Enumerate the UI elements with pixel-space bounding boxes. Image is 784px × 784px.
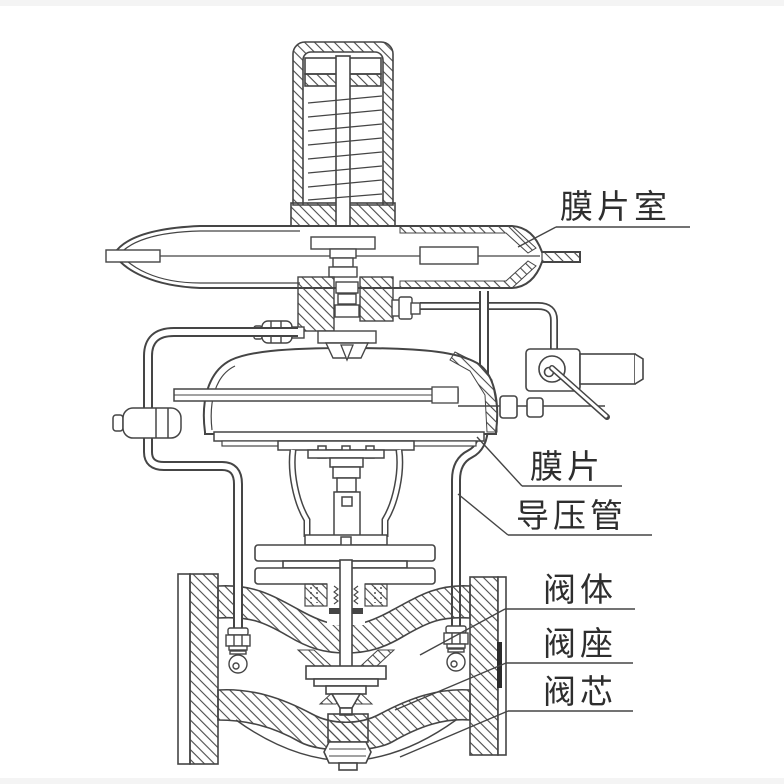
- label-text-valve-body: 阀体: [543, 572, 617, 609]
- pilot-fitting-nut: [526, 397, 544, 418]
- stem-seat: [317, 330, 377, 344]
- plug-head: [325, 685, 367, 695]
- impulse-pipe-left: [143, 327, 298, 634]
- packing-gland: [329, 608, 343, 614]
- label-diaphragm-chamber: 膜片室: [517, 189, 690, 248]
- pilot-fitting-nut: [499, 395, 518, 419]
- page-edge-bottom: [0, 778, 784, 784]
- spring-housing-wall: [292, 41, 394, 206]
- diaphragm-actuator: [173, 330, 499, 447]
- actuator-rim: [213, 431, 485, 442]
- label-text-valve-core: 阀芯: [543, 674, 617, 711]
- tap-fitting-right: [443, 625, 469, 672]
- rod-tip: [340, 344, 354, 362]
- left-flange: [189, 573, 219, 765]
- hub-right-fitting: [391, 296, 421, 320]
- valve-body: [177, 559, 507, 771]
- seat-ring: [313, 678, 379, 687]
- page-edge-top: [0, 0, 784, 6]
- label-text-diaphragm: 膜片: [530, 449, 604, 486]
- label-impulse-pipe: 导压管: [457, 493, 652, 536]
- pipe-shutoff-fitting: [112, 407, 182, 439]
- label-diaphragm: 膜片: [476, 436, 622, 487]
- left-flange-face: [177, 573, 191, 765]
- leader-line: [457, 493, 509, 536]
- packing-spring: [353, 585, 359, 605]
- label-text-valve-seat: 阀座: [543, 626, 617, 663]
- right-flange: [469, 576, 499, 756]
- actuator-push-rod: [335, 55, 351, 238]
- packing-block: [364, 583, 388, 607]
- spring-housing: [290, 41, 396, 238]
- diaphragm-plate-tab: [105, 249, 161, 263]
- body-upper-wall: [217, 584, 471, 654]
- pilot-pipe: [420, 302, 558, 352]
- seat-ring-flange: [305, 665, 387, 680]
- chamber-tab: [541, 251, 581, 263]
- packing-block: [304, 583, 328, 607]
- diaphragm-plate-end: [419, 246, 479, 265]
- valve-plug: [330, 693, 362, 709]
- label-valve-core: 阀芯: [399, 674, 633, 758]
- spring-coil: [307, 95, 383, 201]
- tap-fitting-left: [225, 627, 251, 674]
- pilot-cylinder: [579, 353, 636, 385]
- packing-spring: [333, 585, 339, 605]
- label-text-impulse-pipe: 导压管: [516, 498, 627, 535]
- leader-line: [394, 662, 507, 711]
- bonnet-flange-upper: [254, 544, 436, 562]
- yoke: [277, 440, 415, 563]
- label-text-diaphragm-chamber: 膜片室: [560, 189, 671, 226]
- drain-plug-nut: [323, 741, 372, 764]
- leader-line: [517, 226, 557, 248]
- label-valve-body: 阀体: [419, 572, 635, 656]
- bottom-boss: [327, 713, 369, 743]
- label-valve-seat: 阀座: [394, 626, 633, 711]
- actuator-wall-section: [449, 351, 498, 433]
- leader-line: [419, 608, 506, 656]
- leader-line: [399, 710, 509, 758]
- center-hub: [297, 236, 394, 332]
- packing-gland: [349, 608, 363, 614]
- leader-line: [476, 436, 523, 487]
- pilot-valve: [458, 348, 644, 420]
